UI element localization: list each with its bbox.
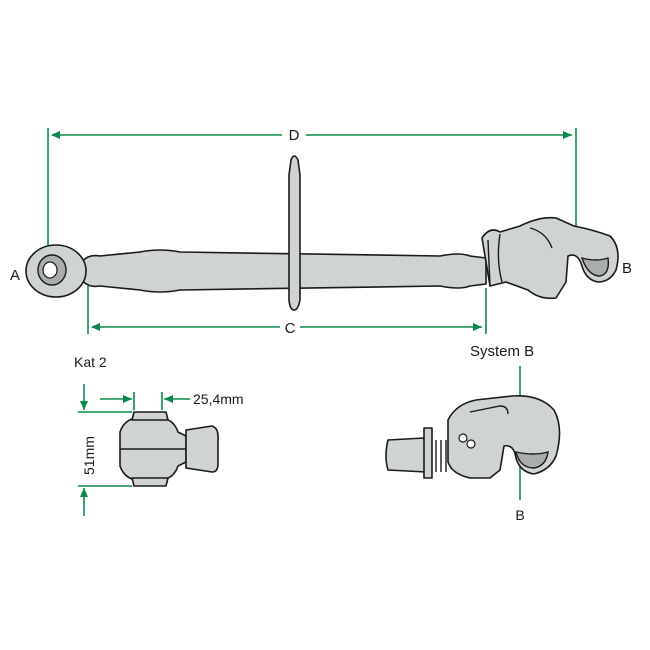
system-b-collar [423,427,433,479]
ball-top-flange [131,411,169,421]
dimension-d: D [47,127,577,258]
hook-collar [487,239,491,287]
system-b-pin-2 [466,439,476,449]
hook-ring [497,233,503,283]
system-b-label: System B [470,343,534,360]
kat-label: Kat 2 [74,354,107,370]
end-a-label: A [10,267,20,284]
end-b-label: B [622,260,632,277]
rod-body [81,249,487,293]
system-b-rod [385,437,427,473]
kat2-detail: Kat 2 25,4mm 51mm [74,354,244,516]
system-b-pin-1 [458,433,468,443]
ball-joint-bore [42,261,58,279]
lower-link-arm [25,155,619,311]
hook-inner [580,256,610,277]
rod-stub [185,425,219,473]
system-b-thread [435,440,447,472]
system-b-marker-label: B [515,507,524,523]
dimension-c: C [87,286,487,337]
dim-c-label: C [285,320,296,337]
height-dim-label: 51mm [81,436,97,475]
ball-bottom-flange [131,477,169,487]
system-b-latch [469,405,509,415]
stabilizer-pin [288,155,301,311]
width-dim-label: 25,4mm [193,391,244,407]
quick-hook [481,216,619,300]
hook-latch [529,227,553,249]
system-b-detail: System B B [385,343,561,523]
system-b-hook-inner [515,451,549,469]
dim-d-label: D [289,127,300,144]
